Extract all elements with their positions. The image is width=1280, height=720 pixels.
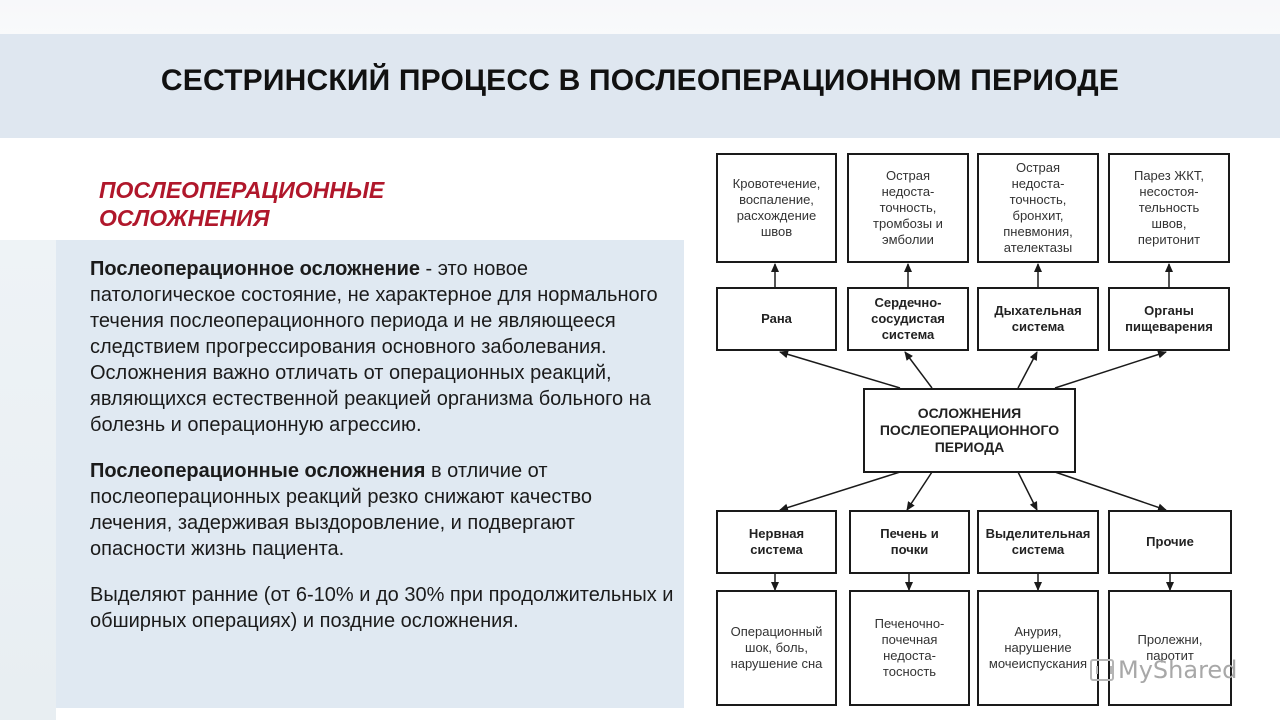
- paragraph-2: Послеоперационные осложнения в отличие о…: [90, 458, 675, 562]
- detail-box-other: Пролежни,паротит: [1108, 590, 1232, 706]
- detail-text-other: Пролежни,паротит: [1137, 632, 1203, 663]
- title-band: [0, 34, 1280, 138]
- arrow-center-wound: [779, 350, 901, 389]
- text-panel: [56, 240, 684, 708]
- arrow-center-cardio: [904, 351, 933, 389]
- arrow-center-other: [1054, 471, 1167, 512]
- diagram-arrows: [771, 263, 1174, 591]
- watermark-text: MyShared: [1118, 656, 1238, 684]
- arrow-center-nervous: [779, 471, 901, 512]
- background-photo-strip: [0, 240, 56, 720]
- subtitle-line-2: ОСЛОЖНЕНИЯ: [99, 205, 270, 231]
- category-label-other: Прочие: [1146, 534, 1194, 549]
- paragraph-1-term: Послеоперационное осложнение: [90, 258, 420, 280]
- section-subtitle: ПОСЛЕОПЕРАЦИОННЫЕ ОСЛОЖНЕНИЯ: [99, 176, 519, 232]
- definition-text: Послеоперационное осложнение - это новое…: [90, 256, 675, 654]
- arrow-center-excretory: [1017, 471, 1038, 511]
- myshared-logo-icon: [1090, 659, 1114, 681]
- paragraph-2-term: Послеоперационные осложнения: [90, 460, 426, 482]
- arrow-center-liver: [906, 471, 933, 511]
- paragraph-1: Послеоперационное осложнение - это новое…: [90, 256, 675, 438]
- paragraph-3: Выделяют ранние (от 6-10% и до 30% при п…: [90, 584, 674, 632]
- paragraph-1-body: - это новое патологическое состояние, не…: [90, 258, 658, 436]
- category-box-other: Прочие: [1108, 510, 1232, 574]
- myshared-watermark: MyShared: [1090, 656, 1237, 684]
- arrow-center-resp: [1017, 351, 1038, 389]
- arrow-center-digest: [1054, 350, 1167, 389]
- subtitle-line-1: ПОСЛЕОПЕРАЦИОННЫЕ: [99, 177, 385, 203]
- paragraph-2-body: в отличие от послеоперационных реакций р…: [90, 460, 593, 560]
- slide-title: СЕСТРИНСКИЙ ПРОЦЕСС В ПОСЛЕОПЕРАЦИОННОМ …: [160, 64, 1120, 97]
- category-label-wound: Рана: [761, 311, 792, 326]
- category-box-wound: Рана: [716, 287, 837, 351]
